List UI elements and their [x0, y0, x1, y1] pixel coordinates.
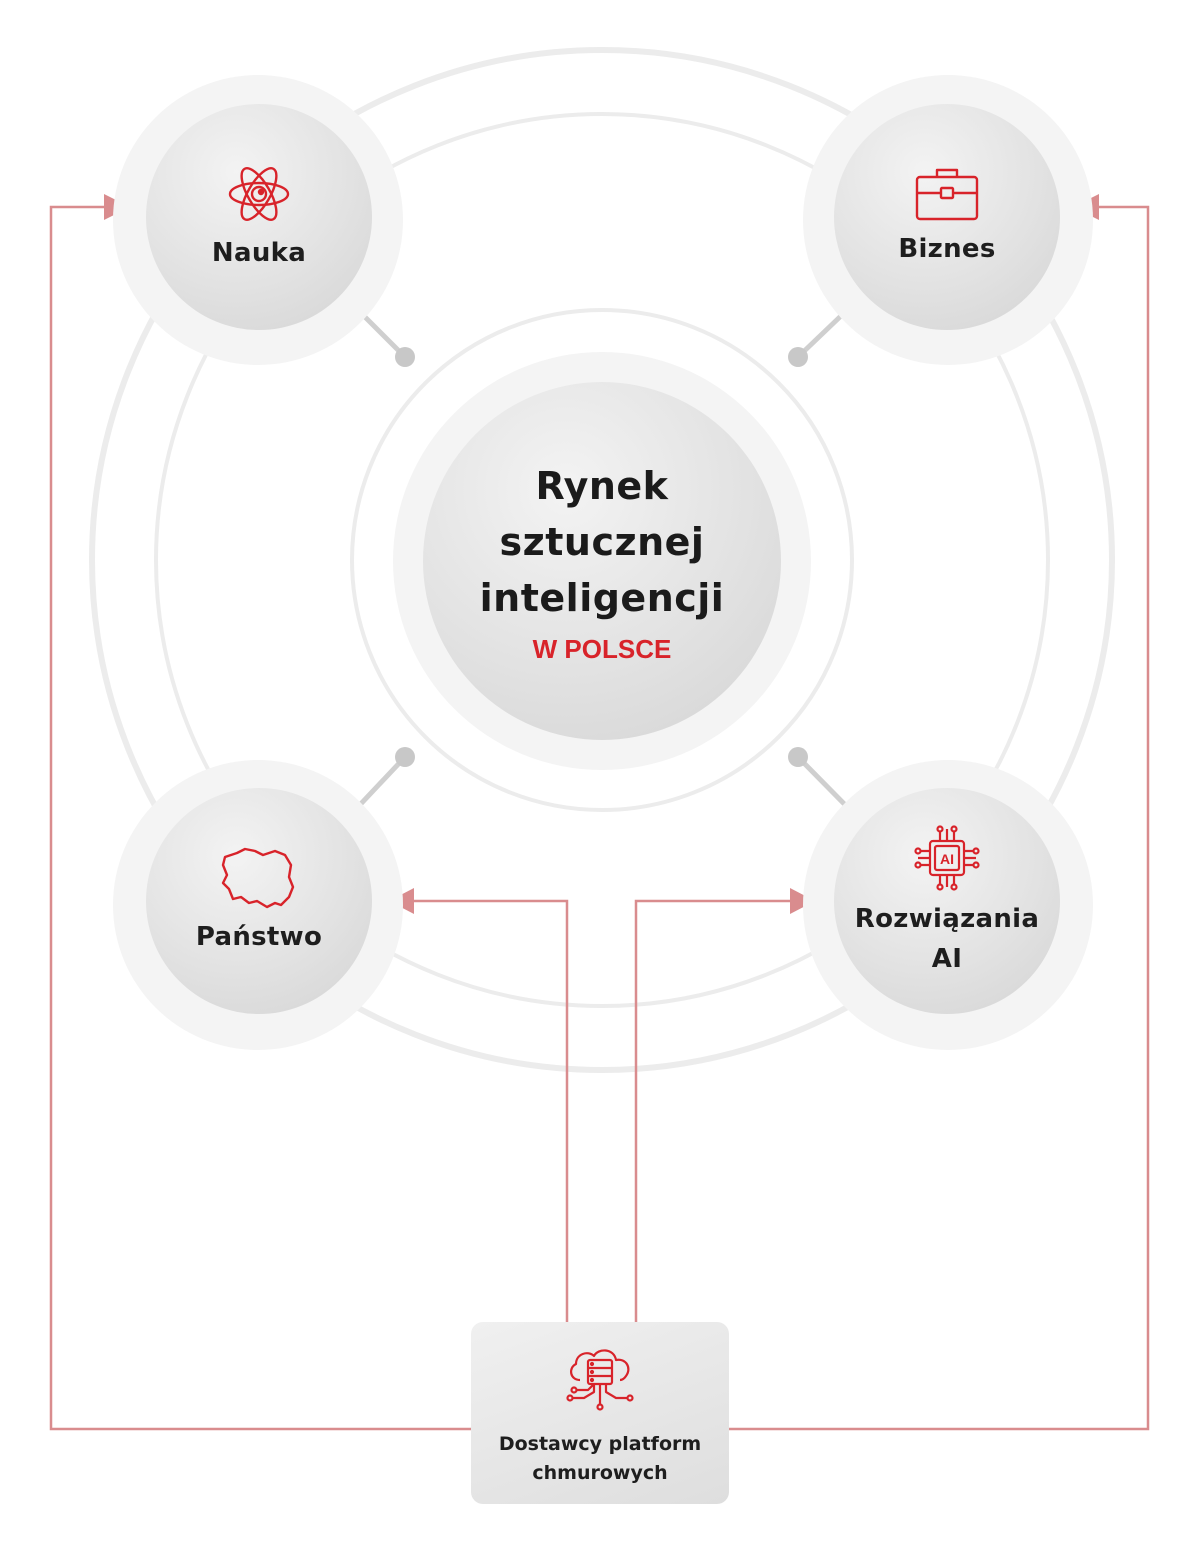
bottom-label-line2: chmurowych: [532, 1462, 668, 1484]
center-node: Rynek sztucznej inteligencji W POLSCE: [423, 382, 781, 740]
node-label-nauka: Nauka: [211, 238, 307, 268]
arrow-line-to-nauka: [49, 205, 471, 1431]
center-subtitle: W POLSCE: [532, 633, 672, 664]
bottom-label-line1: Dostawcy platform: [498, 1433, 702, 1455]
briefcase-icon: [914, 165, 980, 223]
center-title-line3: inteligencji: [479, 575, 725, 620]
inner-ring: [350, 308, 854, 812]
connector-dot-biznes: [788, 347, 808, 367]
atom-icon: [226, 161, 292, 227]
node-label-biznes: Biznes: [898, 234, 996, 264]
node-rozwiazania-ai: AI Rozwiązania AI: [834, 788, 1060, 1014]
arrow-line-to-biznes: [729, 205, 1150, 1431]
node-biznes: Biznes: [834, 104, 1060, 330]
center-title-line1: Rynek: [535, 463, 669, 508]
node-nauka: Nauka: [146, 104, 372, 330]
arrow-line-to-rozwiazania: [634, 899, 795, 1322]
node-label-rozwiazania-line1: Rozwiązania: [854, 904, 1040, 934]
cloud-providers-box: Dostawcy platform chmurowych: [471, 1322, 729, 1504]
connector-dot-panstwo: [395, 747, 415, 767]
center-title-line2: sztucznej: [499, 519, 705, 564]
arrowhead-rozwiazania: [790, 888, 815, 914]
outer-ring: [89, 47, 1115, 1073]
ai-chip-text: AI: [940, 851, 954, 867]
cloud-server-icon: [562, 1346, 638, 1412]
connector-dot-nauka: [395, 347, 415, 367]
node-label-rozwiazania-line2: AI: [931, 944, 963, 974]
connector-dot-rozwiazania: [788, 747, 808, 767]
arrow-line-to-panstwo: [410, 899, 569, 1322]
node-panstwo: Państwo: [146, 788, 372, 1014]
node-label-panstwo: Państwo: [195, 922, 323, 952]
middle-ring: [154, 112, 1050, 1008]
poland-map-icon: [219, 845, 299, 911]
ai-chip-icon: AI: [912, 823, 982, 893]
